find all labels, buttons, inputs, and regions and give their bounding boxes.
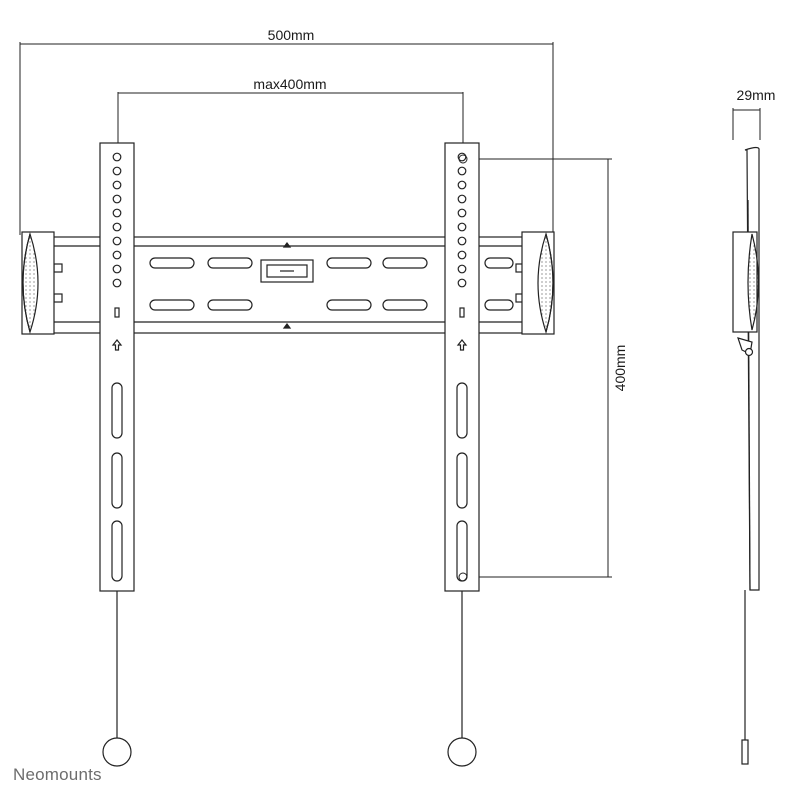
dimension-label-total-width: 500mm bbox=[268, 27, 315, 43]
dimension-label-vesa-horizontal: max400mm bbox=[253, 76, 326, 92]
reference-holes bbox=[458, 154, 468, 582]
dimension-label-depth: 29mm bbox=[737, 87, 776, 103]
brand-logo-text: Neomounts bbox=[13, 765, 102, 784]
dimension-max400mm bbox=[117, 92, 464, 160]
side-view bbox=[732, 146, 760, 765]
dimension-29mm bbox=[732, 108, 761, 140]
right-vertical-strip bbox=[444, 142, 480, 767]
left-vertical-strip bbox=[99, 142, 135, 767]
dimension-label-vesa-vertical: 400mm bbox=[612, 345, 628, 392]
left-end-cap bbox=[21, 231, 55, 335]
right-end-cap bbox=[521, 231, 555, 335]
dimension-500mm bbox=[19, 42, 554, 235]
dimension-400mm bbox=[468, 158, 612, 578]
